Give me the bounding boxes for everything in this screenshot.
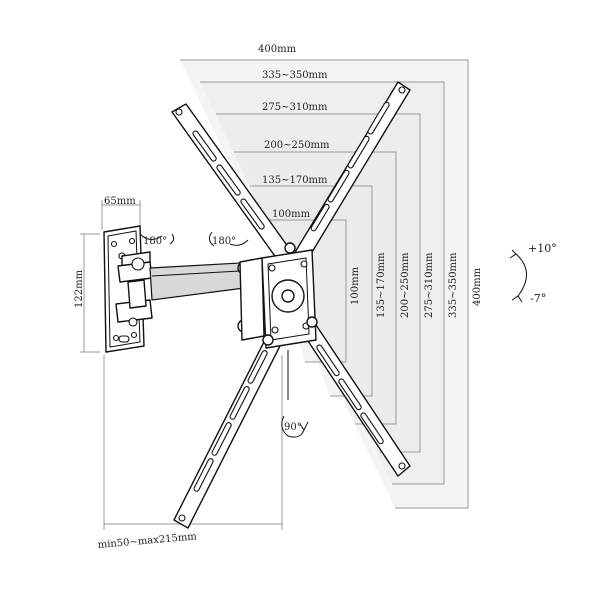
label-plate-height: 122mm — [74, 269, 85, 308]
label-plate-width: 65mm — [104, 196, 136, 207]
tilt-indicator: +10° -7° — [509, 242, 557, 305]
tilt-arrow-icon — [515, 253, 527, 297]
label-335-width: 335~350mm — [262, 70, 328, 81]
label-135-height: 135~170mm — [376, 252, 387, 318]
label-swivel-right: 180° — [212, 236, 236, 247]
width-labels: 400mm 335~350mm 275~310mm 200~250mm 135~… — [258, 44, 330, 220]
label-swivel-left: 180° — [143, 236, 167, 247]
swivel-right-arrow-icon — [208, 231, 215, 247]
label-200-width: 200~250mm — [264, 140, 330, 151]
label-100-width: 100mm — [272, 209, 311, 220]
label-135-width: 135~170mm — [262, 175, 328, 186]
label-100-height: 100mm — [350, 266, 361, 305]
label-335-height: 335~350mm — [448, 252, 459, 318]
label-200-height: 200~250mm — [400, 252, 411, 318]
label-extension: min50~max215mm — [97, 531, 197, 551]
swivel-left-indicator: 180° — [139, 233, 175, 247]
label-rotate: 90° — [284, 422, 302, 433]
swivel-left-arrow-icon — [139, 233, 163, 240]
label-400-height: 400mm — [472, 267, 483, 306]
label-tilt-up: +10° — [528, 242, 557, 255]
swivel-right-indicator: 180° — [208, 231, 249, 247]
vesa-dimension-frames — [180, 59, 469, 509]
vesa-cross-arms — [171, 81, 411, 529]
label-400-width: 400mm — [258, 44, 297, 55]
height-labels: 100mm 135~170mm 200~250mm 275~310mm 335~… — [350, 252, 483, 318]
rotate-indicator: 90° — [281, 415, 309, 438]
center-bracket — [261, 242, 318, 400]
label-275-height: 275~310mm — [424, 252, 435, 318]
label-tilt-down: -7° — [530, 292, 546, 305]
rotate-arrow-icon — [281, 415, 305, 438]
label-275-width: 275~310mm — [262, 102, 328, 113]
wall-plate-dimensions: 65mm 122mm — [74, 196, 141, 353]
